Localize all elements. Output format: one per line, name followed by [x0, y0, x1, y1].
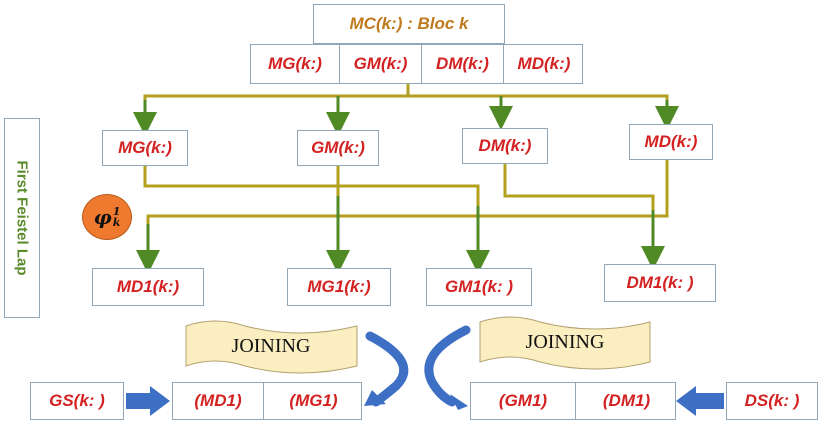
level1-dm: DM(k:) — [462, 128, 548, 164]
left-pair: (MD1) (MG1) — [172, 382, 362, 420]
right-pair-dm1: (DM1) — [575, 383, 677, 419]
feistel-lines — [143, 158, 669, 226]
left-pair-mg1: (MG1) — [263, 383, 363, 419]
block-cell-md: MD(k:) — [503, 45, 584, 83]
arrow-ds-to-pair — [676, 386, 724, 416]
joining-label-right: JOINING — [526, 331, 605, 353]
block-title: MC(k:) : Bloc k — [313, 4, 505, 44]
ds-box: DS(k: ) — [726, 382, 818, 420]
joining-banner-left: JOINING — [185, 320, 358, 374]
level1-gm: GM(k:) — [297, 130, 379, 166]
level1-mg: MG(k:) — [102, 130, 188, 166]
distribution-lines — [143, 84, 669, 112]
side-label-box: First Feistel Lap — [4, 118, 40, 318]
block-cell-dm: DM(k:) — [421, 45, 503, 83]
gs-box: GS(k: ) — [30, 382, 124, 420]
block-cell-gm: GM(k:) — [339, 45, 421, 83]
distribution-arrows — [133, 96, 679, 136]
right-pair-gm1: (GM1) — [498, 391, 548, 410]
arrow-gs-to-pair — [126, 386, 170, 416]
left-pair-md1: (MD1) — [194, 391, 242, 410]
block-cell-mg: MG(k:) — [268, 54, 322, 73]
level2-md1: MD1(k:) — [92, 268, 204, 306]
phi-superscript: 1 — [112, 205, 121, 218]
curved-arrow-left — [364, 331, 409, 407]
level1-md: MD(k:) — [629, 124, 713, 160]
feistel-arrows — [136, 196, 665, 274]
joining-label-left: JOINING — [232, 335, 311, 357]
side-label: First Feistel Lap — [13, 160, 31, 276]
round-function-phi: φ 1 k — [82, 194, 132, 240]
block-split-row: MG(k:) GM(k:) DM(k:) MD(k:) — [250, 44, 583, 84]
joining-banner-right: JOINING — [479, 316, 651, 370]
right-pair: (GM1) (DM1) — [470, 382, 676, 420]
phi-symbol: φ — [93, 205, 112, 229]
level2-mg1: MG1(k:) — [287, 268, 391, 306]
curved-arrow-right — [424, 325, 471, 410]
level2-dm1: DM1(k: ) — [604, 264, 716, 302]
phi-subscript: k — [112, 216, 121, 229]
level2-gm1: GM1(k: ) — [426, 268, 532, 306]
